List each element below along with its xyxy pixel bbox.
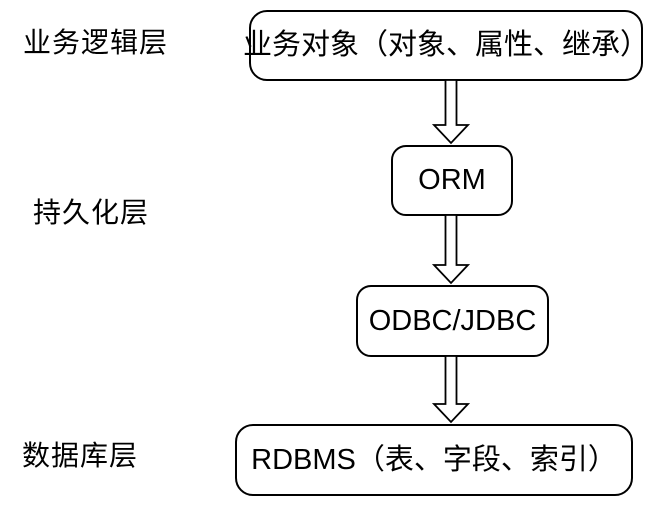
arrow-down-icon (431, 356, 471, 424)
node-rdbms-label: RDBMS（表、字段、索引） (251, 443, 617, 476)
layer-label-business-logic: 业务逻辑层 (23, 27, 169, 58)
node-odbc-jdbc-label: ODBC/JDBC (368, 304, 537, 337)
node-business-objects-label: 业务对象（对象、属性、继承） (243, 29, 650, 61)
node-business-objects: 业务对象（对象、属性、继承） (243, 10, 649, 81)
layer-label-database: 数据库层 (22, 440, 139, 471)
arrow-down-icon (431, 80, 471, 145)
node-orm-label: ORM (418, 164, 486, 196)
node-odbc-jdbc: ODBC/JDBC (356, 285, 549, 357)
node-rdbms: RDBMS（表、字段、索引） (235, 424, 633, 496)
layer-label-persistence: 持久化层 (33, 197, 150, 228)
node-orm: ORM (391, 145, 513, 216)
arrow-down-icon (431, 215, 471, 285)
